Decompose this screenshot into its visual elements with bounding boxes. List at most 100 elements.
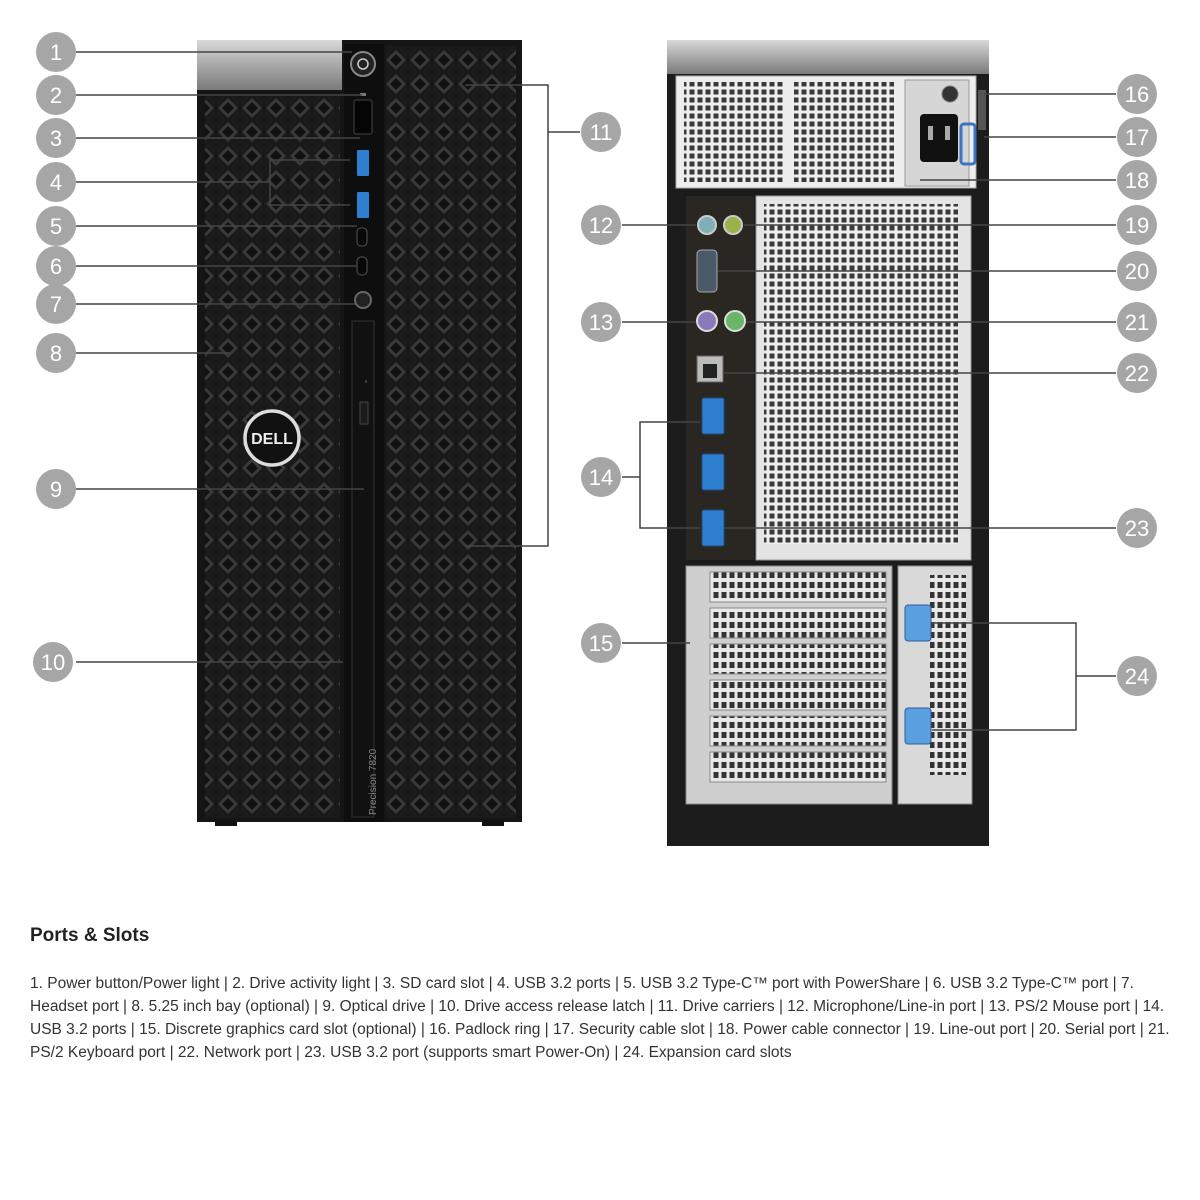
svg-text:16: 16: [1125, 82, 1149, 107]
svg-text:14: 14: [589, 465, 613, 490]
callout-6: 6: [36, 246, 76, 286]
usb-port-rear-2[interactable]: [701, 453, 725, 491]
svg-text:22: 22: [1125, 361, 1149, 386]
slot-latch-1[interactable]: [904, 604, 932, 642]
callout-1: 1: [36, 32, 76, 72]
svg-text:20: 20: [1125, 259, 1149, 284]
back-top-handle: [667, 40, 989, 74]
power-pin-1: [928, 126, 933, 140]
svg-text:10: 10: [41, 650, 65, 675]
svg-text:21: 21: [1125, 310, 1149, 335]
front-right-mesh: [386, 46, 516, 818]
serial-port[interactable]: [696, 249, 718, 293]
callout-10: 10: [33, 642, 73, 682]
expansion-slot[interactable]: [709, 751, 887, 783]
callout-11: 11: [581, 112, 621, 152]
psu-vent-2: [794, 82, 894, 182]
front-foot-left: [215, 820, 237, 826]
expansion-slot[interactable]: [709, 643, 887, 675]
svg-text:7: 7: [50, 292, 62, 317]
cable-clip: [959, 122, 977, 166]
svg-text:3: 3: [50, 126, 62, 151]
svg-text:9: 9: [50, 477, 62, 502]
line-out-port[interactable]: [723, 215, 743, 235]
svg-text:23: 23: [1125, 516, 1149, 541]
optical-drive-bay: [351, 320, 375, 818]
callout-15: 15: [581, 623, 621, 663]
svg-text:11: 11: [590, 120, 613, 145]
callout-9: 9: [36, 469, 76, 509]
front-view: DELL Precision 7820: [197, 40, 522, 826]
legend-title: Ports & Slots: [30, 925, 150, 946]
slot-latch-vent: [930, 575, 966, 775]
svg-text:12: 12: [589, 213, 613, 238]
callout-22: 22: [1117, 353, 1157, 393]
expansion-slots: [709, 571, 887, 783]
svg-text:1: 1: [50, 40, 62, 65]
power-cable-connector[interactable]: [920, 114, 958, 162]
security-cable-slot[interactable]: [978, 90, 986, 130]
svg-text:18: 18: [1125, 168, 1149, 193]
svg-text:4: 4: [50, 170, 62, 195]
drive-eject-button[interactable]: [359, 401, 369, 425]
callout-19: 19: [1117, 205, 1157, 245]
svg-text:15: 15: [589, 631, 613, 656]
callout-3: 3: [36, 118, 76, 158]
callout-13: 13: [581, 302, 621, 342]
padlock-ring-icon[interactable]: [941, 85, 959, 103]
callout-12: 12: [581, 205, 621, 245]
ps2-mouse-port[interactable]: [696, 310, 718, 332]
dell-logo-ring: [243, 409, 301, 467]
drive-activity-light: [360, 93, 366, 96]
usb-c-port[interactable]: [356, 256, 368, 276]
svg-text:8: 8: [50, 341, 62, 366]
legend-description: 1. Power button/Power light | 2. Drive a…: [30, 975, 1170, 1061]
back-view: [667, 40, 989, 846]
callout-2: 2: [36, 75, 76, 115]
callout-16: 16: [1117, 74, 1157, 114]
dell-logo-text: DELL: [251, 431, 293, 448]
microphone-port[interactable]: [697, 215, 717, 235]
svg-text:5: 5: [50, 214, 62, 239]
model-label: Precision 7820: [368, 748, 379, 815]
expansion-slot[interactable]: [709, 715, 887, 747]
expansion-slot[interactable]: [709, 679, 887, 711]
expansion-slot[interactable]: [709, 571, 887, 603]
sd-card-slot[interactable]: [353, 99, 373, 135]
svg-text:13: 13: [589, 310, 613, 335]
front-foot-right: [482, 820, 504, 826]
usb-port-rear-1[interactable]: [701, 397, 725, 435]
ps2-keyboard-port[interactable]: [724, 310, 746, 332]
callout-5: 5: [36, 206, 76, 246]
svg-text:24: 24: [1125, 664, 1149, 689]
usb-c-powershare-port[interactable]: [356, 227, 368, 247]
callout-24: 24: [1117, 656, 1157, 696]
callout-23: 23: [1117, 508, 1157, 548]
front-top-handle: [197, 40, 342, 90]
svg-text:2: 2: [50, 83, 62, 108]
callout-7: 7: [36, 284, 76, 324]
svg-text:6: 6: [50, 254, 62, 279]
svg-text:17: 17: [1125, 125, 1149, 150]
callout-8: 8: [36, 333, 76, 373]
headset-port[interactable]: [354, 291, 372, 309]
callout-4: 4: [36, 162, 76, 202]
power-button-icon[interactable]: [350, 51, 376, 77]
power-symbol-icon: [357, 58, 369, 70]
callout-17: 17: [1117, 117, 1157, 157]
callout-20: 20: [1117, 251, 1157, 291]
psu-vent-1: [684, 82, 784, 182]
callout-18: 18: [1117, 160, 1157, 200]
workstation-diagram: DELL Precision 7820: [33, 32, 1157, 846]
usb-port-front-1[interactable]: [357, 150, 369, 176]
power-pin-2: [945, 126, 950, 140]
svg-text:19: 19: [1125, 213, 1149, 238]
network-port-socket: [703, 364, 717, 378]
rear-vent: [764, 204, 958, 544]
usb-port-front-2[interactable]: [357, 192, 369, 218]
usb-port-rear-3[interactable]: [701, 509, 725, 547]
expansion-slot[interactable]: [709, 607, 887, 639]
leader-lines: [76, 51, 1116, 731]
slot-latch-2[interactable]: [904, 707, 932, 745]
callouts: 1 2 3 4 5 6 7 8 9 10 11 12 13 14 15 16 1…: [33, 32, 1157, 696]
